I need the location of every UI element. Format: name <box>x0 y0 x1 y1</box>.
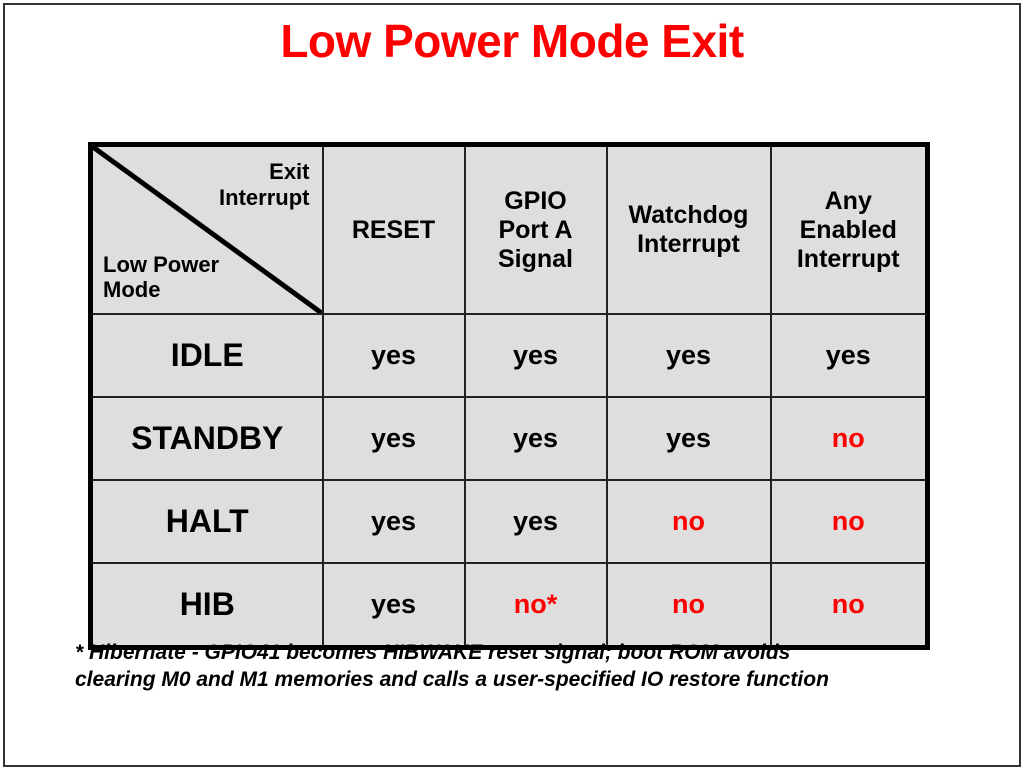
cell-value: no <box>831 423 865 453</box>
cell-value: no <box>831 589 865 619</box>
table-row: IDLE yes yes yes yes <box>89 313 929 398</box>
row-header-idle: IDLE <box>89 313 324 398</box>
cell-idle-reset: yes <box>321 313 466 398</box>
corner-row-axis-label: Low Power Mode <box>103 251 220 303</box>
cell-value: yes <box>370 506 417 536</box>
table-footnote: * Hibernate - GPIO41 becomes HIBWAKE res… <box>75 641 829 691</box>
column-header-label: Any Enabled Interrupt <box>796 186 900 273</box>
cell-value: yes <box>665 340 712 370</box>
table-row: HALT yes yes no no <box>89 479 929 564</box>
column-header-label: GPIO Port A Signal <box>497 186 573 273</box>
cell-value: yes <box>370 423 417 453</box>
cell-value: no* <box>513 589 558 619</box>
table-row: STANDBY yes yes yes no <box>89 396 929 481</box>
low-power-mode-exit-table: Exit Interrupt Low Power Mode RESET GPIO… <box>88 142 930 650</box>
cell-value: no <box>672 506 705 536</box>
cell-hib-any-enabled-interrupt: no <box>769 562 929 649</box>
cell-value: yes <box>370 340 417 370</box>
cell-hib-gpio-port-a-signal: no* <box>463 562 608 649</box>
cell-idle-watchdog-interrupt: yes <box>605 313 772 398</box>
cell-halt-reset: yes <box>321 479 466 564</box>
cell-value: yes <box>512 340 559 370</box>
cell-value: no <box>831 506 865 536</box>
column-header-gpio-port-a-signal: GPIO Port A Signal <box>463 143 608 315</box>
cell-value: yes <box>512 423 559 453</box>
corner-column-axis-label: Exit Interrupt <box>219 159 310 210</box>
cell-value: yes <box>825 340 871 370</box>
cell-standby-any-enabled-interrupt: no <box>769 396 929 481</box>
table-corner-cell: Exit Interrupt Low Power Mode <box>89 143 324 315</box>
cell-hib-reset: yes <box>321 562 466 649</box>
mode-name: STANDBY <box>131 420 284 456</box>
cell-standby-gpio-port-a-signal: yes <box>463 396 608 481</box>
cell-standby-reset: yes <box>321 396 466 481</box>
mode-name: HALT <box>165 503 249 539</box>
mode-name: IDLE <box>170 337 244 373</box>
cell-value: yes <box>512 506 559 536</box>
row-header-standby: STANDBY <box>89 396 324 481</box>
page-title: Low Power Mode Exit <box>280 15 744 67</box>
cell-hib-watchdog-interrupt: no <box>605 562 772 649</box>
column-header-label: RESET <box>351 215 436 244</box>
cell-value: yes <box>665 423 712 453</box>
row-header-halt: HALT <box>89 479 324 564</box>
cell-value: no <box>672 589 705 619</box>
row-header-hib: HIB <box>89 562 324 649</box>
column-header-reset: RESET <box>321 143 466 315</box>
cell-idle-gpio-port-a-signal: yes <box>463 313 608 398</box>
cell-value: yes <box>370 589 417 619</box>
column-header-any-enabled-interrupt: Any Enabled Interrupt <box>769 143 929 315</box>
column-header-label: Watchdog Interrupt <box>628 201 749 258</box>
cell-halt-watchdog-interrupt: no <box>605 479 772 564</box>
cell-idle-any-enabled-interrupt: yes <box>769 313 929 398</box>
table-row: HIB yes no* no no <box>89 562 929 649</box>
table-header-row: Exit Interrupt Low Power Mode RESET GPIO… <box>89 143 929 315</box>
mode-name: HIB <box>179 586 235 622</box>
cell-halt-any-enabled-interrupt: no <box>769 479 929 564</box>
cell-standby-watchdog-interrupt: yes <box>605 396 772 481</box>
column-header-watchdog-interrupt: Watchdog Interrupt <box>605 143 772 315</box>
corner-diagonal-icon <box>93 147 321 313</box>
cell-halt-gpio-port-a-signal: yes <box>463 479 608 564</box>
